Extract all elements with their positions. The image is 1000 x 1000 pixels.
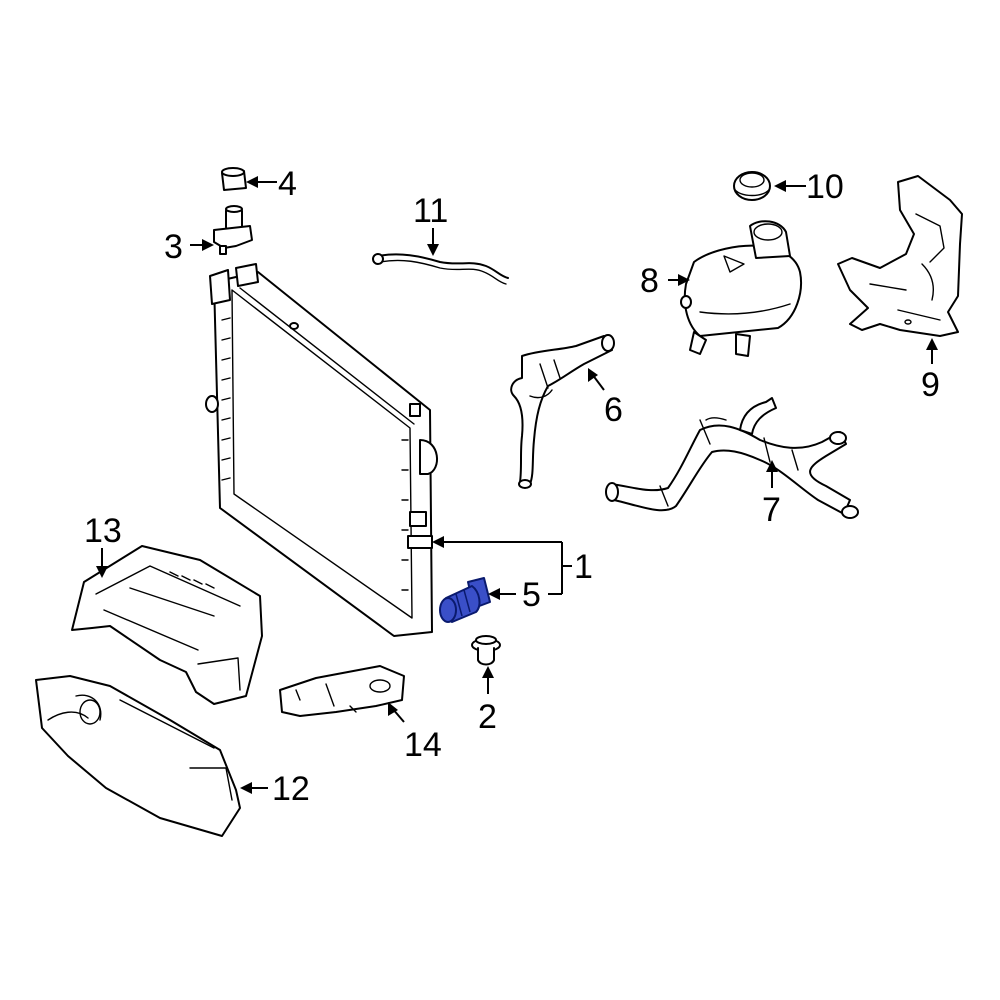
callout-5: 5 bbox=[522, 576, 541, 614]
part-1-radiator[interactable] bbox=[205, 263, 439, 637]
part-12-air-guide[interactable] bbox=[35, 675, 241, 837]
part-8-expansion-tank[interactable] bbox=[680, 220, 802, 357]
part-14-bracket[interactable] bbox=[279, 665, 405, 717]
callout-2: 2 bbox=[478, 698, 497, 736]
part-4-sleeve[interactable] bbox=[221, 167, 247, 191]
callout-6: 6 bbox=[604, 391, 623, 429]
callout-12: 12 bbox=[272, 770, 310, 808]
part-3-fitting[interactable] bbox=[213, 205, 253, 255]
callout-1: 1 bbox=[574, 548, 593, 586]
callout-3: 3 bbox=[164, 228, 183, 266]
part-2-grommet[interactable] bbox=[471, 635, 501, 666]
part-7-lower-hose[interactable] bbox=[605, 397, 859, 519]
callout-7: 7 bbox=[762, 491, 781, 529]
callout-11: 11 bbox=[413, 192, 448, 230]
leader-lines bbox=[96, 176, 938, 794]
callout-8: 8 bbox=[640, 262, 659, 300]
part-11-hose[interactable] bbox=[372, 253, 509, 285]
part-13-air-duct[interactable] bbox=[71, 545, 263, 705]
callout-14: 14 bbox=[404, 726, 442, 764]
callout-labels: 4 3 11 10 8 9 6 7 1 5 2 13 14 12 bbox=[84, 165, 940, 808]
callout-10: 10 bbox=[806, 168, 844, 206]
callout-4: 4 bbox=[278, 165, 297, 203]
callout-9: 9 bbox=[921, 366, 940, 404]
part-5-drain-plug[interactable] bbox=[439, 577, 491, 623]
part-6-upper-hose[interactable] bbox=[510, 334, 615, 489]
part-9-bracket[interactable] bbox=[837, 175, 963, 337]
callout-13: 13 bbox=[84, 512, 122, 550]
part-10-cap[interactable] bbox=[733, 171, 771, 201]
